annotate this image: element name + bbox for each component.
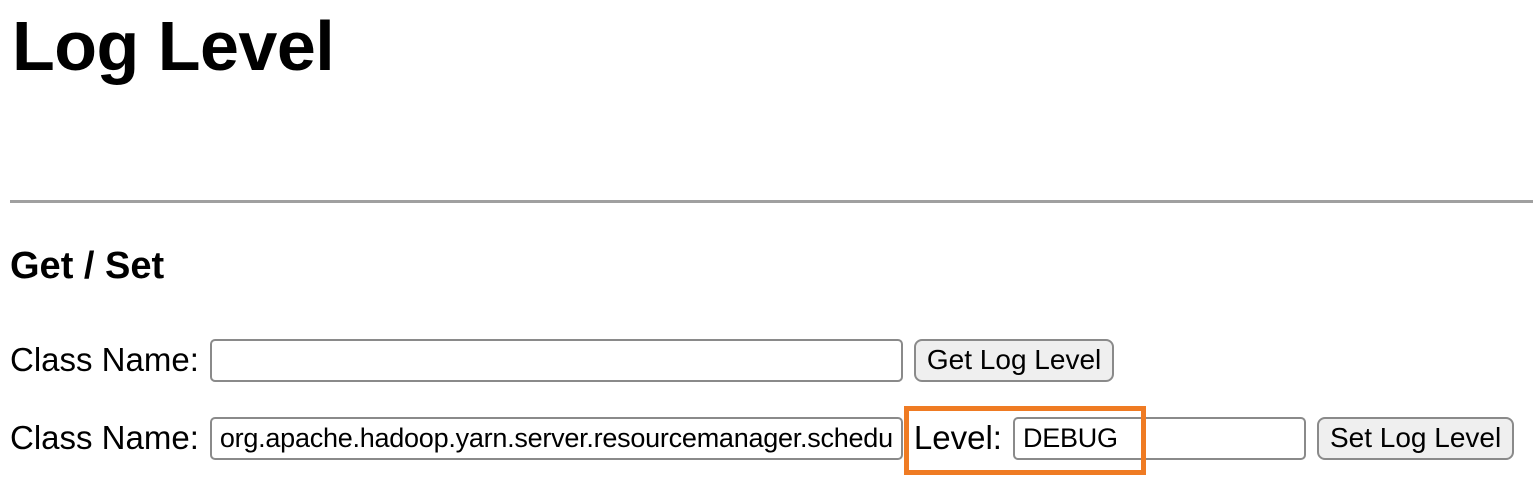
divider bbox=[10, 200, 1533, 203]
section-heading: Get / Set bbox=[10, 245, 165, 287]
level-input[interactable] bbox=[1012, 416, 1306, 460]
get-log-level-form: Class Name: Get Log Level bbox=[10, 338, 1533, 382]
page-title: Log Level bbox=[12, 7, 335, 85]
get-class-name-input[interactable] bbox=[209, 338, 903, 382]
set-log-level-form: Class Name: Level: Set Log Level bbox=[10, 416, 1533, 460]
log-level-page: Log Level Get / Set Class Name: Get Log … bbox=[0, 8, 1533, 488]
set-class-name-label: Class Name: bbox=[10, 419, 199, 457]
set-log-level-button[interactable]: Set Log Level bbox=[1316, 416, 1515, 460]
get-log-level-button[interactable]: Get Log Level bbox=[913, 338, 1115, 382]
get-class-name-label: Class Name: bbox=[10, 341, 199, 379]
level-label: Level: bbox=[913, 419, 1002, 457]
set-class-name-input[interactable] bbox=[209, 416, 903, 460]
